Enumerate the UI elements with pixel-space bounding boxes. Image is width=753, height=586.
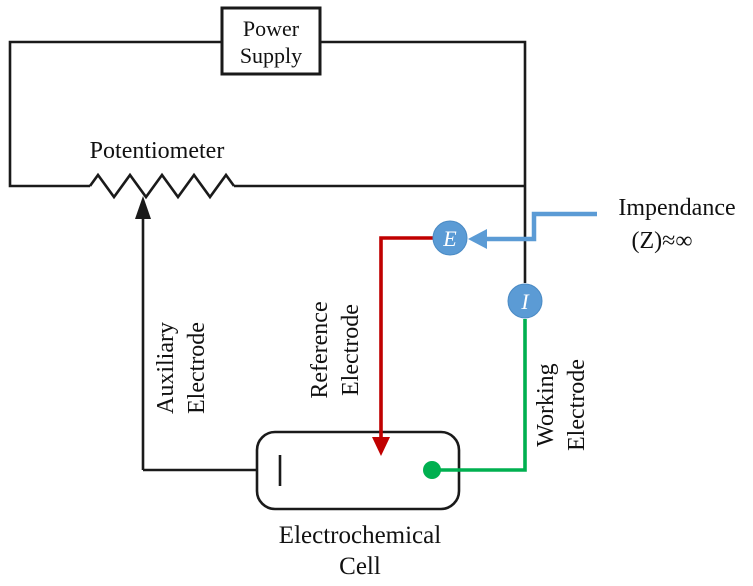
potentiometer-label: Potentiometer	[90, 138, 225, 164]
working-label-line2: Electrode	[564, 359, 590, 451]
working-wire	[432, 319, 527, 472]
wire-right-loop	[320, 40, 527, 186]
reference-arrowhead	[372, 437, 390, 456]
voltage-symbol: E	[442, 226, 457, 251]
auxiliary-label-line1: Auxiliary	[153, 322, 179, 414]
impedance-wire	[474, 211, 597, 242]
impedance-label-line2: (Z)≈∞	[632, 228, 693, 254]
reference-wire	[379, 236, 433, 440]
reference-label-line2: Electrode	[338, 304, 364, 396]
potentiometer-zigzag	[88, 172, 236, 200]
cell-label-line2: Cell	[339, 553, 381, 580]
cell-label-line1: Electrochemical	[279, 522, 441, 549]
wire-left-loop	[8, 40, 222, 188]
voltage-node	[432, 220, 468, 256]
impedance-label-line1: Impendance	[618, 195, 735, 221]
impedance-arrowhead	[468, 229, 487, 249]
power-supply-label-line2: Supply	[240, 43, 302, 68]
working-label-line1: Working	[533, 363, 559, 446]
power-supply-label-line1: Power	[243, 16, 300, 41]
current-node	[507, 283, 543, 319]
power-supply-box	[220, 6, 322, 76]
reference-label-line1: Reference	[307, 301, 333, 398]
wiper-arrowhead	[135, 196, 151, 219]
working-electrode-dot	[423, 461, 441, 479]
auxiliary-label-line2: Electrode	[184, 322, 210, 414]
current-symbol: I	[520, 289, 530, 314]
